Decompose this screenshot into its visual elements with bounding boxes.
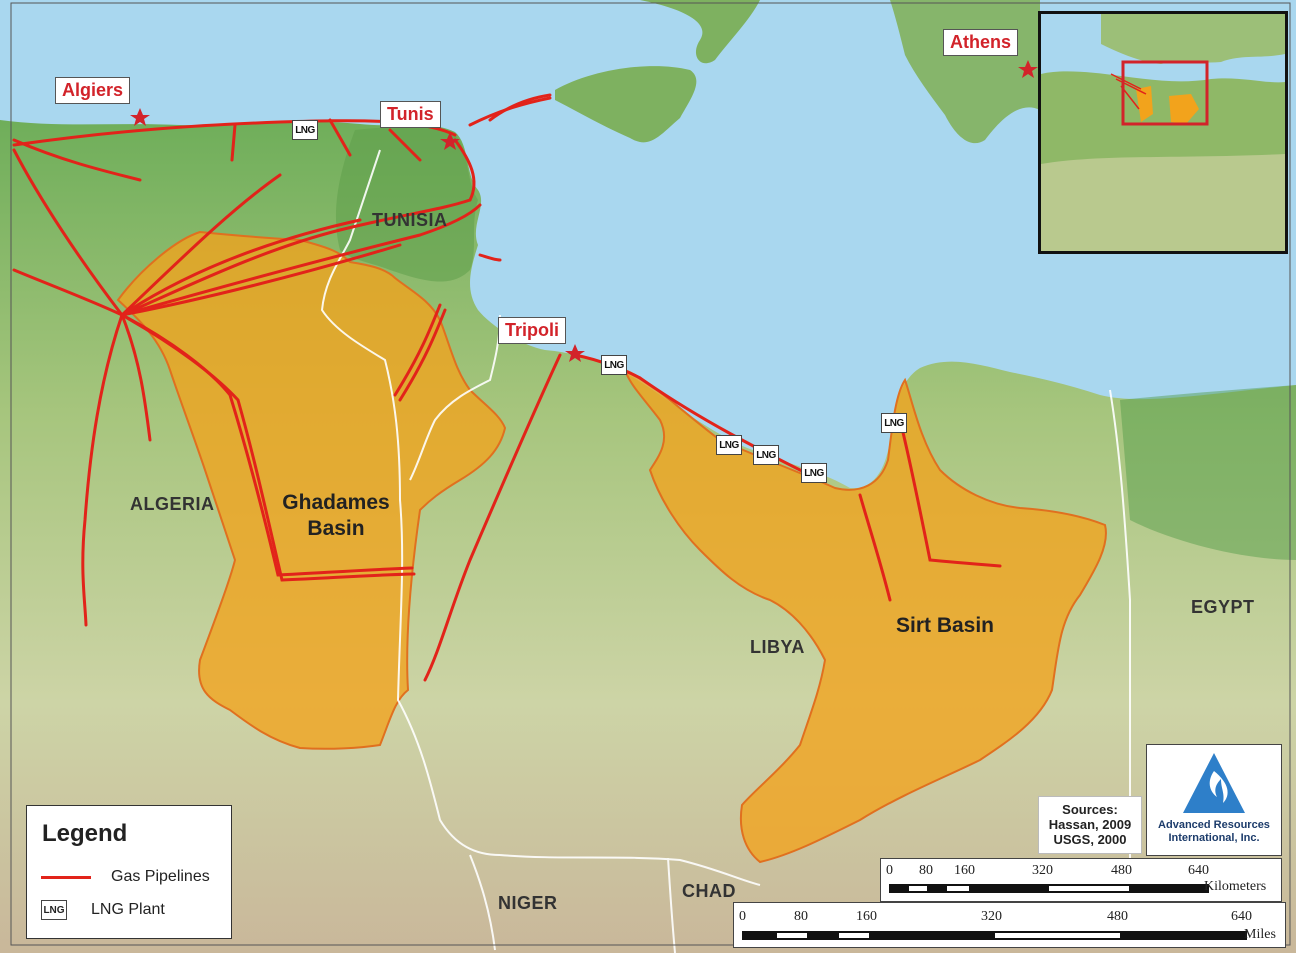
inset-sahel: [1041, 154, 1285, 251]
mi-tick-160: 160: [856, 909, 877, 924]
scale-bar-miles: 0 80 160 320 480 640 Miles: [733, 902, 1286, 948]
company-name-line-2: International, Inc.: [1168, 832, 1260, 844]
country-label-libya: LIBYA: [750, 637, 805, 657]
company-name: Advanced Resources International, Inc.: [1147, 819, 1281, 845]
lng-plant-1: LNG: [716, 435, 742, 455]
legend-row-lng: LNG LNG Plant: [41, 900, 165, 920]
legend-row-pipelines: Gas Pipelines: [41, 868, 210, 886]
km-unit-label: Kilometers: [1204, 879, 1267, 894]
km-tick-160: 160: [954, 863, 975, 878]
km-tick-320: 320: [1032, 863, 1053, 878]
mi-bar-graphic: [742, 931, 1247, 940]
city-label-athens: Athens: [943, 29, 1019, 56]
country-label-egypt: EGYPT: [1191, 597, 1255, 617]
mi-tick-0: 0: [739, 909, 746, 924]
inset-europe: [1101, 14, 1285, 64]
km-tick-0: 0: [886, 863, 893, 878]
city-label-tunis: Tunis: [380, 101, 441, 128]
lng-plant-2: LNG: [753, 445, 779, 465]
inset-map-graphic: [1041, 14, 1285, 251]
country-label-chad: CHAD: [682, 881, 736, 901]
scale-bar-kilometers: 0 80 160 320 480 640 Kilometers: [880, 858, 1282, 902]
sources-title: Sources:: [1062, 802, 1118, 817]
city-label-tripoli: Tripoli: [498, 317, 566, 344]
legend-title: Legend: [42, 820, 128, 847]
map-frame: [10, 2, 1291, 946]
km-tick-480: 480: [1111, 863, 1132, 878]
inset-locator-map: [1038, 11, 1288, 254]
inset-ghadames: [1136, 86, 1153, 122]
company-logo-box: Advanced Resources International, Inc.: [1146, 744, 1282, 856]
country-label-niger: NIGER: [498, 893, 558, 913]
mi-unit-label: Miles: [1244, 927, 1276, 942]
inset-extent-box: [1121, 60, 1209, 126]
land-egypt-tint: [1120, 385, 1296, 560]
lng-plant-tunisia: LNG: [292, 120, 318, 140]
country-label-algeria: ALGERIA: [130, 494, 215, 514]
lng-plant-4: LNG: [881, 413, 907, 433]
country-label-tunisia: TUNISIA: [372, 210, 448, 230]
mi-tick-480: 480: [1107, 909, 1128, 924]
km-bar-graphic: [889, 884, 1209, 893]
legend: Legend Gas Pipelines LNG LNG Plant: [26, 805, 232, 939]
inset-sirt: [1169, 94, 1199, 124]
legend-label-lng: LNG Plant: [91, 901, 165, 918]
flame-triangle-icon: [1183, 753, 1245, 813]
km-tick-640: 640: [1188, 863, 1209, 878]
pipeline-swatch: [41, 875, 91, 879]
city-label-algiers: Algiers: [55, 77, 131, 104]
mi-tick-640: 640: [1231, 909, 1252, 924]
sources-line-1: Hassan, 2009: [1048, 817, 1132, 832]
land-sicily: [555, 66, 697, 143]
sources-box: Sources: Hassan, 2009 USGS, 2000: [1038, 796, 1142, 854]
gas-pipelines: [12, 93, 1002, 682]
mi-tick-80: 80: [794, 909, 808, 924]
lng-plant-icon: LNG: [41, 900, 67, 920]
company-name-line-1: Advanced Resources: [1158, 819, 1270, 831]
sources-line-2: USGS, 2000: [1053, 832, 1127, 847]
capital-stars: [130, 60, 1038, 362]
land-tunisia-tint: [335, 126, 478, 282]
basin-label-ghadames: Ghadames Basin: [282, 491, 390, 540]
basin-label-sirt: Sirt Basin: [895, 614, 995, 637]
lng-plant-tripoli: LNG: [601, 355, 627, 375]
lng-plant-3: LNG: [801, 463, 827, 483]
sirt-basin-area: [623, 368, 1107, 864]
land-italy: [640, 0, 760, 64]
legend-label-pipelines: Gas Pipelines: [111, 868, 210, 885]
mi-tick-320: 320: [981, 909, 1002, 924]
km-tick-80: 80: [919, 863, 933, 878]
